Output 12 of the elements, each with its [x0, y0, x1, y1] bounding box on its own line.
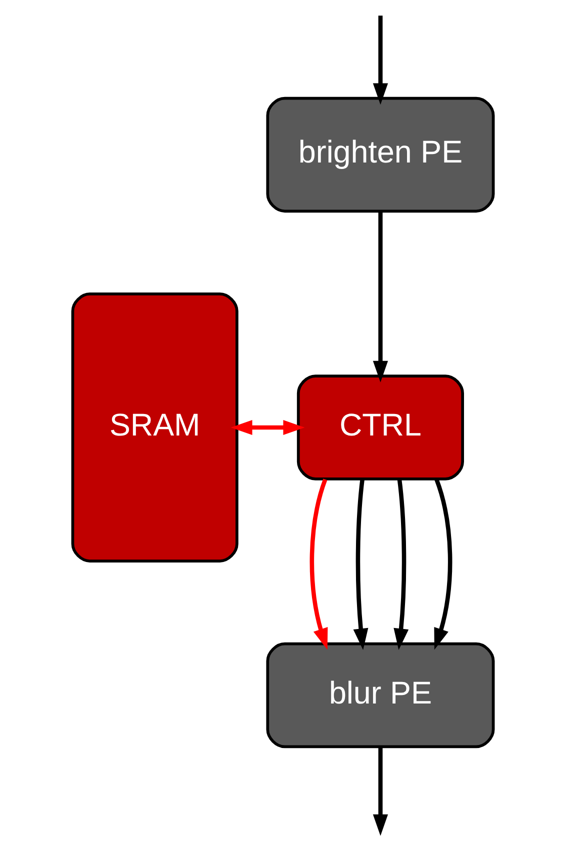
arrow: [372, 211, 388, 382]
arrow: [353, 479, 368, 650]
arrow: [310, 478, 328, 650]
node-box: CTRL: [296, 374, 464, 480]
node-box: SRAM: [71, 292, 238, 562]
arrow: [372, 16, 388, 105]
node-box: brighten PE: [266, 96, 495, 213]
arrow: [372, 746, 388, 836]
arrow: [230, 420, 305, 436]
node-box: blur PE: [266, 642, 495, 748]
arrow: [434, 478, 452, 650]
arrow: [394, 479, 409, 650]
